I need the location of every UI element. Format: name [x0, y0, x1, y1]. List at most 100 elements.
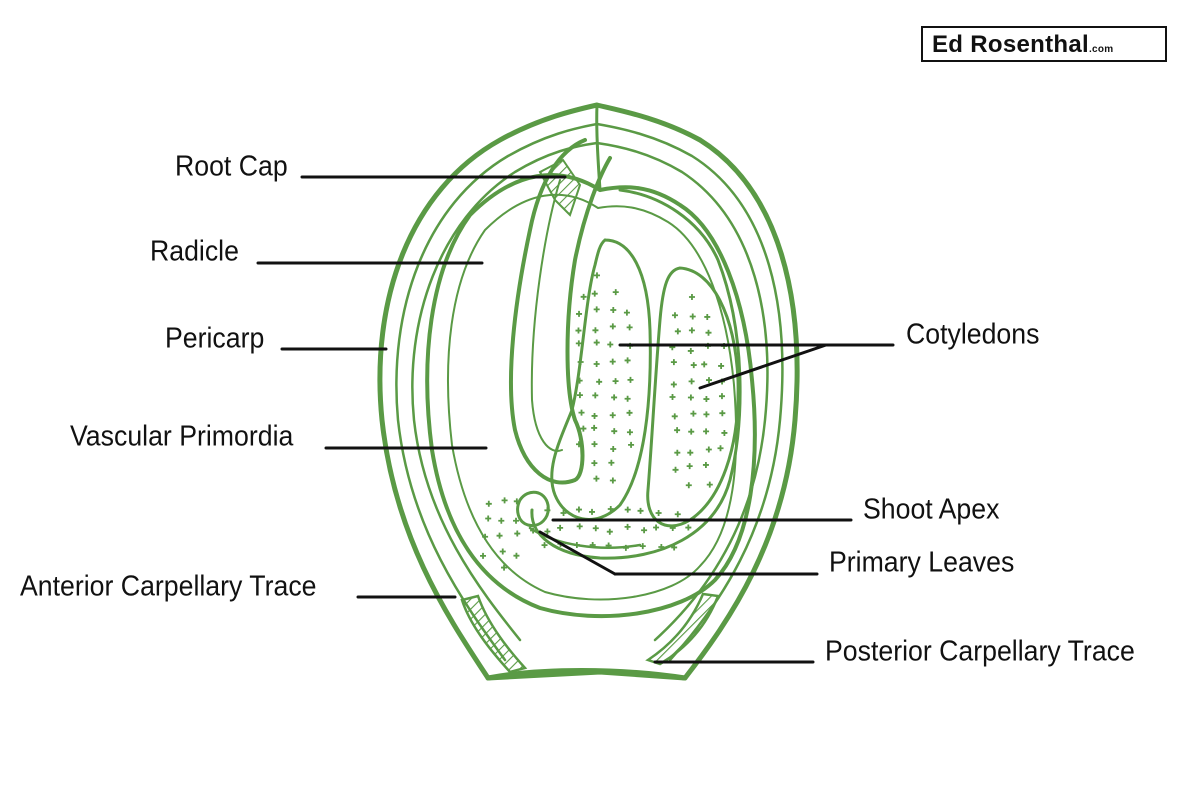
label-root-cap: Root Cap [175, 150, 288, 182]
stipple-cross [688, 293, 695, 300]
stipple-cross [685, 482, 692, 489]
stipple-cross [589, 541, 596, 548]
stipple-cross [685, 524, 692, 531]
stipple-cross [544, 528, 551, 535]
stipple-cross [672, 466, 679, 473]
label-cotyledons: Cotyledons [906, 318, 1039, 350]
stipple-cross [576, 392, 583, 399]
stipple-cross [557, 524, 564, 531]
stipple-cross [609, 358, 616, 365]
stipple-cross [690, 410, 697, 417]
stipple-cross [626, 324, 633, 331]
stipple-cross [688, 327, 695, 334]
stipple-cross [611, 394, 618, 401]
stipple-cross [641, 527, 648, 534]
stipple-cross [608, 459, 615, 466]
stipple-cross [580, 293, 587, 300]
stipple-cross [688, 428, 695, 435]
stipple-cross [592, 525, 599, 532]
stipple-cross [485, 500, 492, 507]
stipple-cross [624, 523, 631, 530]
stipple-cross [593, 272, 600, 279]
stipple-cross [637, 507, 644, 514]
stipple-cross [653, 524, 660, 531]
stipple-cross [624, 506, 631, 513]
seed-base [485, 668, 688, 681]
leader-primary-leaves-a [538, 530, 617, 576]
stipple-cross [606, 528, 613, 535]
stipple-cross [573, 541, 580, 548]
stipple-cross [609, 412, 616, 419]
stipple-cross [575, 340, 582, 347]
stipple-cross [624, 357, 631, 364]
stipple-cross [591, 290, 598, 297]
stipple-cross [482, 533, 489, 540]
stipple-cross [607, 341, 614, 348]
stipple-cross [596, 378, 603, 385]
stipple-cross [498, 517, 505, 524]
cotyledon-right [646, 266, 740, 528]
stipple-cross [703, 411, 710, 418]
brand-suffix: .com [1088, 44, 1114, 55]
leader-lines [256, 175, 895, 664]
label-primary-leaves: Primary Leaves [829, 546, 1014, 578]
stipple-cross [670, 359, 677, 366]
label-posterior-carpellary-trace: Posterior Carpellary Trace [825, 635, 1135, 667]
stipple-cross [671, 544, 678, 551]
stipple-cross [628, 441, 635, 448]
seed-coat-inner [447, 193, 738, 601]
label-shoot-apex: Shoot Apex [863, 493, 1000, 525]
stipple-cross [639, 543, 646, 550]
stipple-cross [610, 306, 617, 313]
brand-name: Ed Rosenthal [932, 31, 1089, 58]
stipple-cross [655, 510, 662, 517]
stipple-cross [671, 413, 678, 420]
stipple-cross [671, 312, 678, 319]
stipple-cross [670, 381, 677, 388]
stipple-cross [701, 361, 708, 368]
stipple-cross [626, 409, 633, 416]
stipple-cross [593, 339, 600, 346]
stipple-cross [703, 428, 710, 435]
stipple-cross [626, 429, 633, 436]
stipple-cross [669, 393, 676, 400]
label-pericarp: Pericarp [165, 322, 264, 354]
stipple-cross [669, 524, 676, 531]
stipple-cross [576, 377, 583, 384]
stipple-cross [688, 378, 695, 385]
stipple-cross [593, 361, 600, 368]
stipple-cross [591, 460, 598, 467]
stipple-cross [674, 328, 681, 335]
stipple-cross [627, 376, 634, 383]
pericarp-outer [377, 102, 800, 681]
label-radicle: Radicle [150, 235, 239, 267]
stipple-cross [541, 542, 548, 549]
stipple-cross [705, 329, 712, 336]
stipple-cross [687, 347, 694, 354]
stipple-cross [609, 477, 616, 484]
stipple-cross [706, 481, 713, 488]
stipple-cross [513, 498, 520, 505]
stipple-cross [591, 441, 598, 448]
stipple-cross [530, 527, 537, 534]
stipple-cross [622, 544, 629, 551]
stipple-cross [499, 548, 506, 555]
stipple-cross [593, 475, 600, 482]
stipple-cross [576, 441, 583, 448]
stipple-cross [705, 446, 712, 453]
stipple-cross [591, 424, 598, 431]
radicle-body [508, 138, 612, 485]
stipple-cross [576, 310, 583, 317]
seed-drawing [377, 102, 800, 681]
stipple-cross [612, 378, 619, 385]
radicle-inner [530, 179, 563, 452]
stipple-cross [607, 506, 614, 513]
stipple-cross [702, 461, 709, 468]
stipple-cross [717, 445, 724, 452]
stipple-cross [687, 394, 694, 401]
label-anterior-carpellary-trace: Anterior Carpellary Trace [20, 570, 317, 602]
stipple-cross [480, 552, 487, 559]
stipple-cross [718, 393, 725, 400]
cotyledon-left [550, 238, 652, 521]
